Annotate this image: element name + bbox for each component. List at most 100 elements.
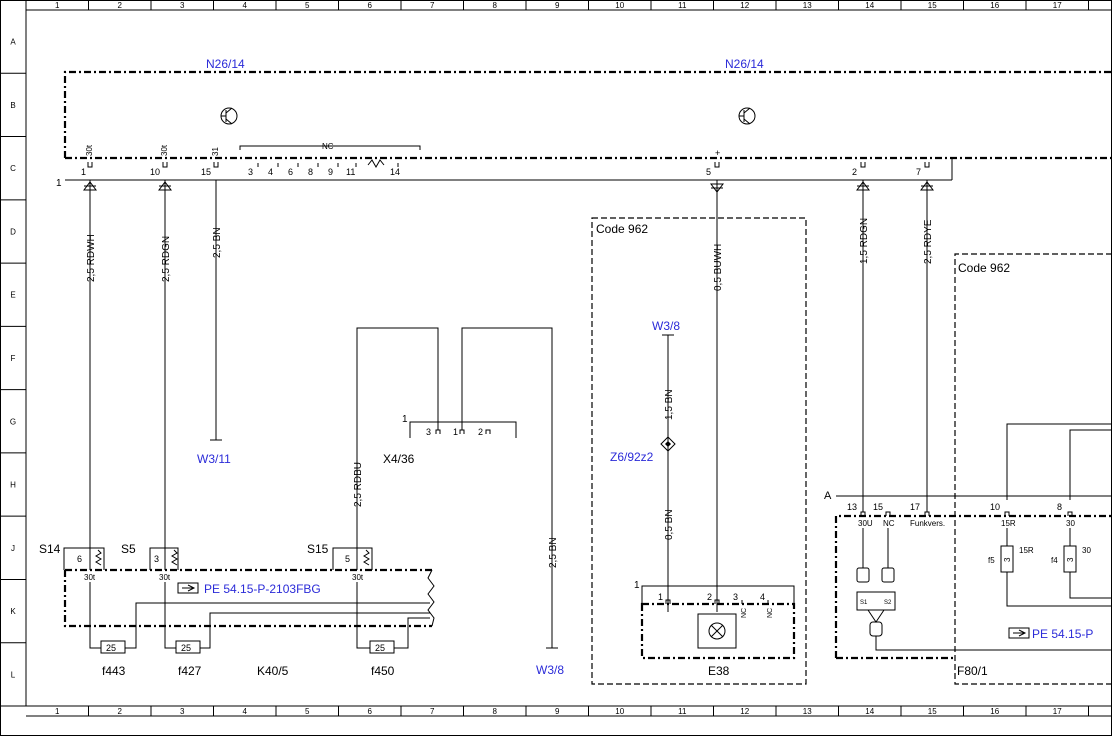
grid-column-label: 2 — [118, 707, 123, 716]
pin-number: 17 — [910, 502, 920, 512]
svg-text:3: 3 — [1066, 557, 1075, 562]
svg-text:25: 25 — [106, 643, 116, 653]
pin-tag: 30t — [85, 144, 94, 156]
grid-column-label: 3 — [180, 1, 185, 10]
n26-label-right[interactable]: N26/14 — [725, 57, 764, 71]
grid-column-label: 14 — [865, 707, 874, 716]
wire-label: 1,5 RDGN — [859, 218, 870, 264]
svg-text:25: 25 — [181, 643, 191, 653]
pin-number: 1 — [658, 592, 663, 602]
pin-tag: 30t — [352, 573, 364, 582]
splice-diamond-icon — [660, 436, 676, 452]
grid-column-label: 7 — [430, 707, 435, 716]
svg-text:30: 30 — [1082, 546, 1091, 555]
pin-tag: 30U — [858, 519, 873, 528]
svg-text:S1: S1 — [860, 600, 868, 606]
code-962-box-left: Code 962 W3/8 1,5 BN Z6/92z2 0,5 BN 1 1 … — [591, 217, 807, 685]
pin-tag: 31 — [211, 147, 220, 156]
hand-pointer-icon[interactable] — [177, 582, 199, 594]
grid-column-label: 17 — [1053, 707, 1062, 716]
f80-1-label[interactable]: F80/1 — [957, 664, 988, 678]
n26-label-left[interactable]: N26/14 — [206, 57, 245, 71]
grid-row-label: B — [10, 101, 15, 110]
pe-link-left[interactable]: PE 54.15-P-2103FBG — [204, 582, 321, 596]
pin-number: 10 — [150, 167, 160, 177]
e38-label[interactable]: E38 — [708, 664, 730, 678]
ground-w3-8-bottom[interactable]: W3/8 — [536, 663, 564, 677]
pin-number: 8 — [1057, 502, 1062, 512]
pin-tag: Funkvers. — [910, 519, 945, 528]
svg-text:3: 3 — [1003, 557, 1012, 562]
splice-z6-92z2[interactable]: Z6/92z2 — [610, 450, 654, 464]
pin-number: 8 — [308, 167, 313, 177]
grid-column-label: 1 — [55, 1, 60, 10]
grid-column-label: 4 — [243, 707, 248, 716]
pin-number: 2 — [707, 592, 712, 602]
pin-number: 4 — [268, 167, 273, 177]
grid-column-label: 11 — [678, 707, 687, 716]
pin-number: 4 — [760, 592, 765, 602]
ground-w3-8-top[interactable]: W3/8 — [652, 319, 680, 333]
connector-x4-36: 2,5 RDBU 2,5 BN 1 3 1 2 X4/36 W3/8 — [353, 327, 564, 677]
pin-tag: 30t — [160, 144, 169, 156]
nc-bracket-label: NC — [322, 142, 334, 151]
grid-column-label: 16 — [990, 1, 999, 10]
pin-number: 15 — [873, 502, 883, 512]
grid-column-label: 10 — [615, 707, 624, 716]
pin-number: 1 — [453, 427, 458, 437]
fuse-f443: 25 — [89, 626, 137, 654]
wire-label: 2,5 RDBU — [353, 462, 364, 507]
grid-row-label: A — [10, 38, 16, 47]
grid-column-label: 15 — [928, 707, 937, 716]
k40-5-label[interactable]: K40/5 — [257, 664, 289, 678]
pin-tag: + — [715, 148, 720, 158]
grid-row-label: C — [10, 164, 16, 173]
transistor-icon — [738, 107, 756, 125]
grid-row-label: G — [10, 417, 16, 426]
wire-label: 2,5 RDGN — [161, 236, 172, 282]
pin-number: 13 — [847, 502, 857, 512]
pin-nc: NC — [767, 608, 774, 618]
relay-plug-icon: S1 S2 — [856, 528, 1112, 651]
grid-row-label: F — [11, 354, 16, 363]
pin-number: 6 — [77, 554, 82, 564]
grid-column-label: 16 — [990, 707, 999, 716]
wire-continuations — [89, 500, 928, 604]
grid-column-label: 2 — [118, 1, 123, 10]
pin-number: 11 — [346, 167, 355, 177]
pin-number: 5 — [345, 554, 350, 564]
grid-column-label: 9 — [555, 1, 560, 10]
connector-bar-number: 1 — [634, 580, 640, 591]
pe-link-right[interactable]: PE 54.15-P — [1032, 627, 1093, 641]
pin-number: 3 — [733, 592, 738, 602]
pin-number: 3 — [154, 554, 159, 564]
hand-pointer-icon[interactable] — [1008, 627, 1030, 639]
wire-label: 2,5 RDYE — [923, 219, 934, 264]
wire-label: 2,5 RDWH — [86, 234, 97, 282]
grid-column-label: 4 — [243, 1, 248, 10]
ground-w3-11[interactable]: W3/11 — [197, 452, 231, 466]
pin-tag: NC — [883, 519, 895, 528]
module-n26-14: N26/14 N26/14 NC 1 1 10 15 3 4 6 8 9 — [56, 57, 1112, 189]
transistor-icon — [220, 107, 238, 125]
pin-number: 7 — [916, 167, 921, 177]
pin-number: 6 — [288, 167, 293, 177]
wire-label: 0,5 BN — [664, 509, 675, 540]
grid-column-label: 17 — [1053, 1, 1062, 10]
switch-s15: S15 — [307, 542, 329, 556]
svg-text:f5: f5 — [988, 556, 995, 565]
pin-tag: 30t — [84, 573, 96, 582]
fuse-f5: 3 15R f5 — [988, 545, 1112, 607]
pin-tag: 15R — [1001, 519, 1016, 528]
grid-column-label: 13 — [803, 1, 812, 10]
pin-number: 15 — [201, 167, 211, 177]
pin-number: 10 — [990, 502, 1000, 512]
wires: 2,5 RDWH 2,5 RDGN 2,5 BN W3/11 0,5 BUWH … — [83, 180, 934, 594]
x4-36-label[interactable]: X4/36 — [383, 452, 415, 466]
grid-column-label: 7 — [430, 1, 435, 10]
code-962-label: Code 962 — [596, 222, 648, 236]
connector-bar-number: 1 — [56, 178, 62, 189]
grid-row-label: H — [10, 481, 16, 490]
